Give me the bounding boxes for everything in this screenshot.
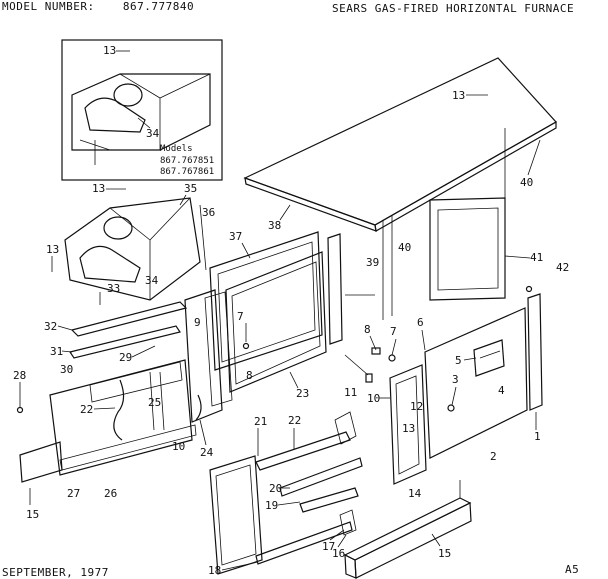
part-17-label: 17	[322, 540, 335, 553]
part-18-label: 18	[208, 564, 221, 577]
control-module	[473, 339, 505, 377]
date-label: SEPTEMBER, 1977	[2, 566, 109, 579]
part-13-label: 13	[452, 89, 465, 102]
side-panel-2	[424, 307, 528, 459]
part-40-label: 40	[520, 176, 533, 189]
part-34-label: 34	[146, 127, 160, 140]
part-13-label: 13	[103, 44, 116, 57]
part-36-label: 36	[202, 206, 215, 219]
part-39-label: 39	[366, 256, 379, 269]
part-33-label: 33	[107, 282, 120, 295]
part-20-label: 20	[269, 482, 282, 495]
part-7-label: 7	[237, 310, 244, 323]
part-35-label: 35	[184, 182, 197, 195]
model-number-value: 867.777840	[122, 0, 195, 13]
page-label: A5	[565, 563, 580, 576]
part-11-label: 11	[344, 386, 357, 399]
part-38-label: 38	[268, 219, 281, 232]
side-panel-23	[225, 251, 327, 393]
part-13-label: 13	[46, 243, 59, 256]
part-26-label: 26	[104, 487, 117, 500]
base-block-15	[343, 480, 472, 579]
part-22-label: 22	[288, 414, 301, 427]
divider-panel	[184, 289, 233, 423]
part-13-label: 13	[402, 422, 415, 435]
rail-22	[255, 411, 363, 497]
part-29-label: 29	[119, 351, 132, 364]
part-15-label: 15	[26, 508, 39, 521]
inset-blower-housing	[71, 73, 211, 165]
part-32-label: 32	[44, 320, 57, 333]
part-16-label: 16	[332, 547, 345, 560]
access-door	[389, 364, 427, 485]
part-3-label: 3	[452, 373, 459, 386]
part-9-label: 9	[194, 316, 201, 329]
part-27-label: 27	[67, 487, 80, 500]
part-21-label: 21	[254, 415, 267, 428]
part-24-label: 24	[200, 446, 214, 459]
part-19-label: 19	[265, 499, 278, 512]
base-rail-26	[19, 424, 197, 483]
part-8-label: 8	[364, 323, 371, 336]
base-frame-21	[209, 455, 263, 575]
diagram-title: SEARS GAS-FIRED HORIZONTAL FURNACE	[332, 2, 575, 15]
inset-models-label: Models	[160, 144, 193, 154]
part-4-label: 4	[498, 384, 505, 397]
part-31-label: 31	[50, 345, 63, 358]
model-number-line: MODEL NUMBER: 867.777840	[2, 0, 194, 13]
part-30-label: 30	[60, 363, 73, 376]
part-22-label: 22	[80, 403, 93, 416]
model-number-label: MODEL NUMBER:	[2, 0, 95, 13]
part-8-label: 8	[246, 369, 253, 382]
part-6-label: 6	[417, 316, 424, 329]
rear-panel-41	[382, 197, 506, 320]
part-41-label: 41	[530, 251, 543, 264]
part-42-label: 42	[556, 261, 569, 274]
part-2-label: 2	[490, 450, 497, 463]
inset-model-1: 867.767851	[160, 156, 214, 166]
bottom-rails	[255, 487, 359, 565]
part-5-label: 5	[455, 354, 462, 367]
part-13-label: 13	[92, 182, 105, 195]
side-panel-37	[209, 231, 323, 371]
part-15-label: 15	[438, 547, 451, 560]
part-28-label: 28	[13, 369, 26, 382]
inset-box: 13 34 Models 867.767851 867.767861	[61, 39, 223, 181]
part-34-label: 34	[145, 274, 159, 287]
part-14-label: 14	[408, 487, 422, 500]
rail-assembly	[69, 301, 188, 359]
vertical-strips	[327, 233, 543, 411]
part-10-label: 10	[172, 440, 185, 453]
part-7-label: 7	[390, 325, 397, 338]
part-40-label: 40	[398, 241, 411, 254]
blower-housing-assembly	[64, 197, 207, 305]
part-25-label: 25	[148, 396, 161, 409]
part-23-label: 23	[296, 387, 309, 400]
top-panel-38	[243, 57, 557, 232]
front-panel-27	[49, 359, 193, 476]
part-12-label: 12	[410, 400, 423, 413]
part-37-label: 37	[229, 230, 242, 243]
part-1-label: 1	[534, 430, 541, 443]
inset-model-2: 867.767861	[160, 167, 214, 177]
part-10-label: 10	[367, 392, 380, 405]
